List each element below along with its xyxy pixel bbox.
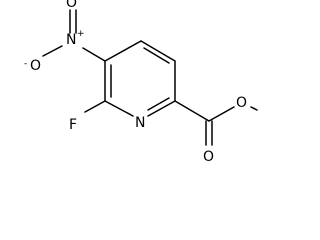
molecule-structure: F N N + O O - O O bbox=[24, 0, 258, 165]
atom-ring-nitrogen: N bbox=[135, 115, 145, 131]
bond-nitro-ominus bbox=[42, 45, 63, 57]
charge-minus: - bbox=[24, 59, 27, 69]
bond-c3-c4-inner bbox=[143, 47, 170, 64]
bond-c5-carbonyl bbox=[174, 100, 210, 122]
bond-oester-methyl bbox=[250, 106, 258, 111]
bond-carbonyl-oester bbox=[208, 106, 235, 122]
atom-nitro-nitrogen: N bbox=[66, 32, 76, 48]
atom-fluorine: F bbox=[69, 117, 77, 133]
bond-c3-c4 bbox=[140, 40, 176, 62]
atom-nitro-oxygen: O bbox=[66, 0, 77, 11]
atom-oxygen-minus: O bbox=[30, 58, 41, 74]
bond-c1-f bbox=[84, 100, 106, 113]
atom-carbonyl-oxygen: O bbox=[203, 149, 214, 165]
bond-c5-n-inner bbox=[147, 97, 170, 111]
charge-plus: + bbox=[77, 29, 85, 39]
bond-c5-n bbox=[147, 100, 176, 117]
bond-n-c1 bbox=[104, 100, 134, 117]
bond-c2-nitro bbox=[82, 47, 106, 62]
atom-ester-oxygen: O bbox=[236, 95, 247, 111]
bond-c2-c3 bbox=[104, 40, 142, 62]
